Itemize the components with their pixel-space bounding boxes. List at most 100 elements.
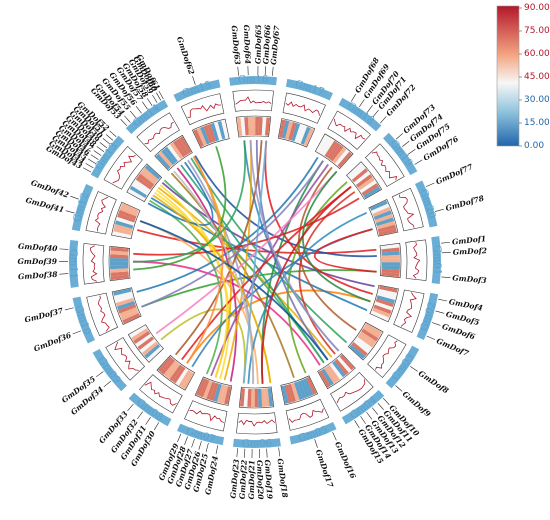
heatmap-cell <box>379 285 398 293</box>
gene-tick <box>65 210 75 214</box>
chromosome-Gm10 <box>72 296 96 344</box>
gene-tick <box>124 115 131 123</box>
gene-label: GmDof67 <box>269 24 282 65</box>
heatmap-cell <box>381 272 400 278</box>
gene-tick <box>441 276 451 278</box>
heatmap-cell <box>196 127 207 146</box>
heatmap-cell <box>206 381 216 400</box>
heatmap-cell <box>213 383 222 402</box>
legend-tick-label: 60.00 <box>524 49 550 59</box>
chromosome-label: Gm17 <box>293 79 325 99</box>
heatmap-cell <box>351 168 369 183</box>
legend-colorbar <box>496 5 520 147</box>
gene-tick <box>441 241 451 244</box>
heatmap-cell <box>127 188 146 201</box>
collinearity-link <box>255 140 329 361</box>
chromosome-label: Gm11 <box>67 249 78 279</box>
heatmap-cell <box>297 380 307 399</box>
chromosome-label: Gm07 <box>185 426 217 446</box>
heatmap-cell <box>316 134 329 153</box>
heatmap-cell <box>255 117 260 136</box>
heatmap-cell <box>265 117 271 136</box>
heatmap-cell <box>122 313 141 324</box>
chromosome-Gm09 <box>92 348 127 392</box>
heatmap-cell <box>251 116 256 136</box>
expression-line <box>94 196 109 232</box>
legend-tick-label: 75.00 <box>524 26 550 36</box>
gene-label: GmDof63 <box>230 25 242 65</box>
gene-tick <box>191 438 195 448</box>
heatmap-cell <box>158 151 173 168</box>
gene-tick <box>407 148 416 155</box>
heatmap-cell <box>327 142 341 160</box>
gene-label: GmDof64 <box>242 24 252 64</box>
heatmap-cell <box>179 136 192 154</box>
heatmap-cell <box>267 387 274 407</box>
chromosome-Gm19 <box>383 132 418 176</box>
collinearity-link <box>297 166 357 331</box>
gene-tick <box>380 116 387 124</box>
heatmap-cell <box>335 149 350 166</box>
heatmap-cell <box>137 336 155 350</box>
heatmap-cell <box>371 310 389 321</box>
heatmap-cell <box>129 325 147 338</box>
heatmap-cell <box>131 182 149 196</box>
gene-label: GmDof2 <box>453 246 488 257</box>
legend-tick-label: 0.00 <box>524 141 544 151</box>
line-track-frame <box>136 112 180 152</box>
expression-line <box>399 194 415 228</box>
chromosome-Gm02 <box>416 292 439 341</box>
expression-line <box>412 242 421 279</box>
expression-line <box>235 96 272 105</box>
heatmap-cell <box>361 183 379 196</box>
gene-tick <box>426 182 435 187</box>
gene-tick <box>70 195 79 200</box>
heatmap-cell <box>135 333 153 347</box>
gene-tick <box>147 98 153 106</box>
heatmap-cell <box>364 323 383 336</box>
heatmap-cell <box>113 291 133 300</box>
heatmap-cell <box>178 370 191 388</box>
gene-label: GmDof66 <box>261 24 272 65</box>
chromosome-Gm01 <box>431 236 441 285</box>
heatmap-cell <box>129 185 147 198</box>
heatmap-cell <box>141 341 159 356</box>
heatmap-cell <box>373 304 392 315</box>
heatmap-cell <box>110 271 129 277</box>
line-track-frame <box>367 334 407 378</box>
heatmap-cell <box>169 364 183 382</box>
heatmap-cell <box>121 203 139 214</box>
gene-tick <box>145 417 151 425</box>
expression-line <box>112 154 136 184</box>
expression-line <box>375 340 398 370</box>
heatmap-cell <box>244 117 249 136</box>
heatmap-cell <box>357 334 375 348</box>
heatmap-cell <box>206 123 217 143</box>
heatmap-cell <box>139 339 157 353</box>
line-track-frame <box>180 93 225 126</box>
gene-label: GmDof23 <box>228 459 241 499</box>
heatmap-cell <box>374 213 394 224</box>
heatmap-cell <box>371 203 390 214</box>
line-track-frame <box>365 143 405 187</box>
collinearity-link <box>139 220 329 361</box>
expression-line <box>90 245 98 282</box>
gene-tick <box>184 436 188 445</box>
gene-label: GmDof38 <box>18 270 59 281</box>
gene-tick <box>395 133 404 140</box>
gene-tick <box>372 109 379 118</box>
expression-line <box>288 408 324 423</box>
heatmap-cell <box>355 336 373 351</box>
heatmap-track <box>108 115 402 409</box>
heatmap-cell <box>381 254 400 260</box>
gene-label: GmDof39 <box>17 257 57 266</box>
collinearity-link <box>301 170 371 303</box>
heatmap-cell <box>110 250 129 256</box>
heatmap-cell <box>110 246 129 252</box>
heatmap-cell <box>217 120 226 140</box>
heatmap-cell <box>359 180 377 193</box>
expression-line <box>400 292 417 327</box>
chromosome-Gm04 <box>341 390 385 425</box>
gene-label: GmDof40 <box>18 242 59 254</box>
